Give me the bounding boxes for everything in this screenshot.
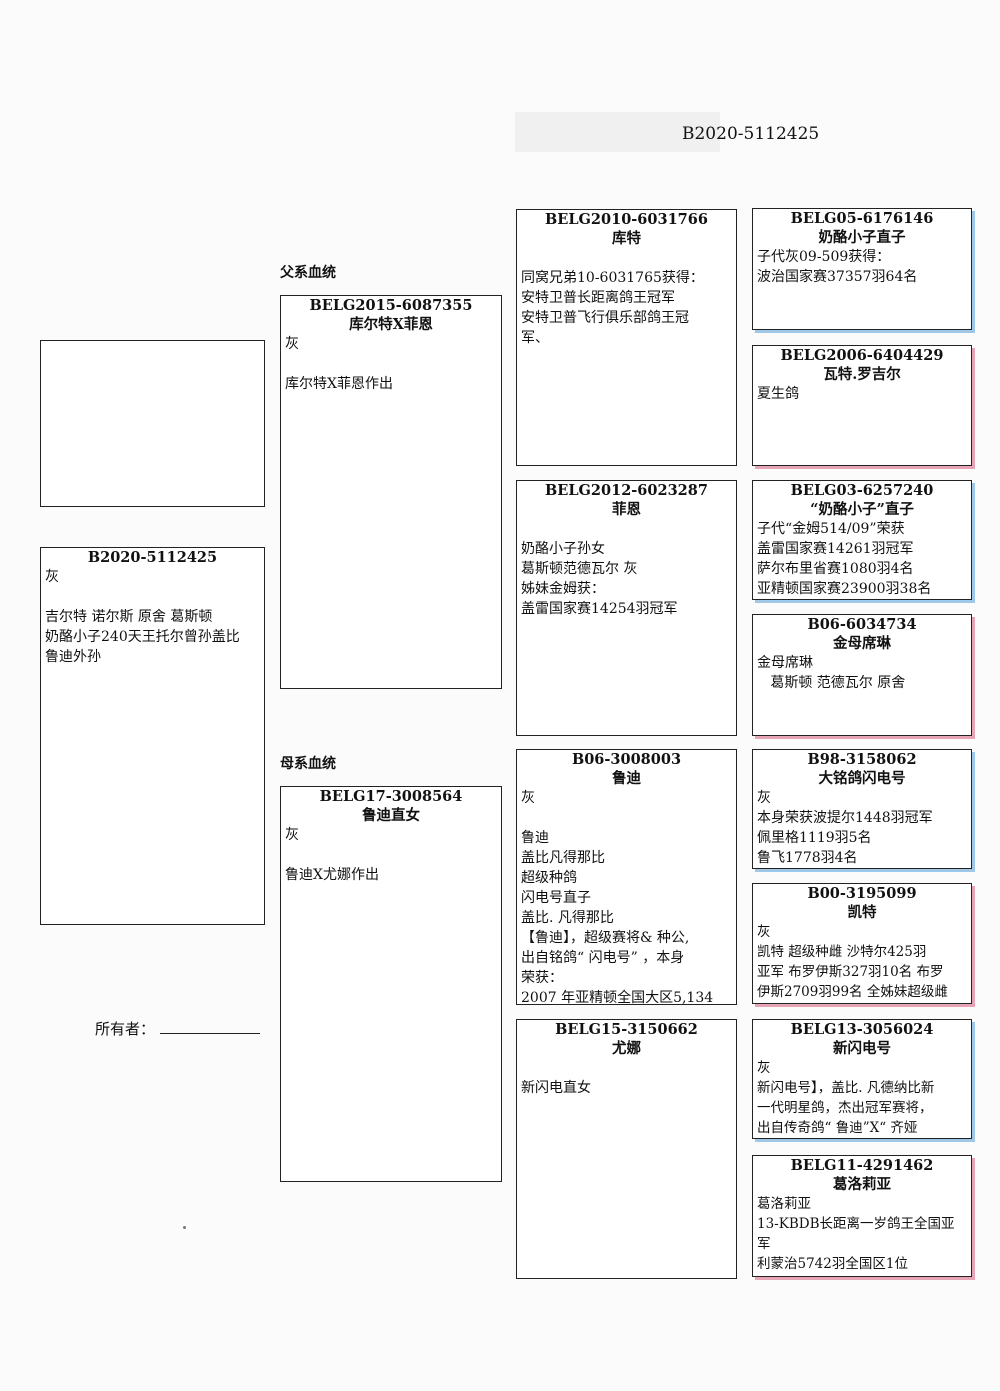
- pigeon-card-sire: BELG2015-6087355 库尔特X菲恩 灰 库尔特X菲恩作出: [280, 295, 502, 689]
- card-details: 灰 本身荣获波提尔1448羽冠军 佩里格1119羽5名 鲁飞1778羽4名: [757, 790, 933, 866]
- scan-speck: [183, 1226, 186, 1229]
- ring-number: BELG17-3008564: [319, 788, 463, 805]
- pigeon-card-subject: B2020-5112425 灰 吉尔特 诺尔斯 原舍 葛斯顿 奶酪小子240天王…: [40, 547, 265, 925]
- ring-number: BELG05-6176146: [790, 210, 934, 227]
- pigeon-card-dam-sire: B06-3008003 鲁迪 灰 鲁迪 盖比凡得那比 超级种鸽 闪电号直子 盖比…: [516, 749, 737, 1005]
- ring-number: BELG13-3056024: [790, 1021, 934, 1038]
- card-details: 同窝兄弟10-6031765获得： 安特卫普长距离鸽王冠军 安特卫普飞行俱乐部鸽…: [521, 270, 704, 346]
- owner-signature-line[interactable]: [160, 1032, 260, 1034]
- ring-number: B00-3195099: [807, 885, 917, 902]
- pigeon-card-dsd: B00-3195099 凯特 灰 凯特 超级种雌 沙特尔425羽 亚军 布罗伊斯…: [752, 883, 972, 1004]
- pigeon-card-sdd: B06-6034734 金母席琳 金母席琳 葛斯顿 范德瓦尔 原舍: [752, 614, 972, 736]
- pigeon-name: 尤娜: [612, 1040, 641, 1057]
- ring-number: BELG2006-6404429: [780, 347, 944, 364]
- pigeon-name: 大铭鸽闪电号: [818, 770, 906, 787]
- pigeon-card-dam-dam: BELG15-3150662 尤娜 新闪电直女: [516, 1019, 737, 1279]
- pigeon-card-sire-sire: BELG2010-6031766 库特 同窝兄弟10-6031765获得： 安特…: [516, 209, 737, 466]
- pigeon-name: 菲恩: [612, 501, 641, 518]
- pigeon-name: 葛洛莉亚: [833, 1176, 891, 1193]
- ring-number: B2020-5112425: [87, 549, 218, 566]
- card-details: 子代灰09-509获得： 波治国家赛37357羽64名: [757, 249, 918, 285]
- pigeon-card-ddd: BELG11-4291462 葛洛莉亚 葛洛莉亚 13-KBDB长距离一岁鸽王全…: [752, 1155, 972, 1277]
- pigeon-name: “奶酪小子”直子: [810, 501, 914, 518]
- ring-number: BELG15-3150662: [555, 1021, 698, 1038]
- pigeon-card-sire-dam: BELG2012-6023287 菲恩 奶酪小子孙女 葛斯顿范德瓦尔 灰 姊妹金…: [516, 480, 737, 736]
- ring-number: BELG2012-6023287: [545, 482, 708, 499]
- card-details: 奶酪小子孙女 葛斯顿范德瓦尔 灰 姊妹金姆获： 盖雷国家赛14254羽冠军: [521, 541, 678, 617]
- pigeon-name: 新闪电号: [833, 1040, 891, 1057]
- pigeon-card-sss: BELG05-6176146 奶酪小子直子 子代灰09-509获得： 波治国家赛…: [752, 208, 972, 330]
- card-details: 灰 鲁迪 盖比凡得那比 超级种鸽 闪电号直子 盖比. 凡得那比 【鲁迪】，超级赛…: [521, 790, 714, 1005]
- card-details: 灰 新闪电号】，盖比. 凡德纳比新 一代明星鸽，杰出冠军赛将， 出自传奇鸽“ 鲁…: [757, 1060, 935, 1136]
- ring-number: BELG2010-6031766: [545, 211, 708, 228]
- pigeon-name: 鲁迪: [612, 770, 641, 787]
- pigeon-name: 鲁迪直女: [362, 807, 420, 824]
- header-ring-number: B2020-5112425: [682, 124, 820, 144]
- pigeon-name: 奶酪小子直子: [818, 229, 906, 246]
- card-details: 夏生鸽: [757, 386, 799, 402]
- pigeon-card-dds: BELG13-3056024 新闪电号 灰 新闪电号】，盖比. 凡德纳比新 一代…: [752, 1019, 972, 1139]
- pigeon-name: 瓦特.罗吉尔: [823, 366, 901, 383]
- ring-number: B06-6034734: [807, 616, 917, 633]
- card-details: 灰 凯特 超级种雌 沙特尔425羽 亚军 布罗伊斯327羽10名 布罗 伊斯27…: [757, 924, 948, 1000]
- pigeon-name: 库尔特X菲恩: [349, 316, 433, 333]
- pigeon-card-dss: B98-3158062 大铭鸽闪电号 灰 本身荣获波提尔1448羽冠军 佩里格1…: [752, 749, 972, 869]
- pigeon-card-sds: BELG03-6257240 “奶酪小子”直子 子代“金姆514/09”荣获 盖…: [752, 480, 972, 600]
- pigeon-name: 库特: [612, 230, 641, 247]
- ring-number: B98-3158062: [807, 751, 917, 768]
- ring-number: BELG11-4291462: [790, 1157, 934, 1174]
- card-details: 葛洛莉亚 13-KBDB长距离一岁鸽王全国亚 军 利蒙治5742羽全国区1位: [757, 1196, 955, 1272]
- maternal-label: 母系血统: [280, 756, 336, 772]
- card-details: 灰 库尔特X菲恩作出: [285, 336, 393, 392]
- paternal-label: 父系血统: [280, 265, 336, 281]
- card-details: 灰 吉尔特 诺尔斯 原舍 葛斯顿 奶酪小子240天王托尔曾孙盖比 鲁迪外孙: [45, 569, 240, 665]
- scan-smudge: [515, 112, 720, 152]
- ring-number: BELG2015-6087355: [309, 297, 473, 314]
- pigeon-name: 金母席琳: [833, 635, 891, 652]
- photo-frame: [40, 340, 265, 507]
- pigeon-card-ssd: BELG2006-6404429 瓦特.罗吉尔 夏生鸽: [752, 345, 972, 466]
- card-details: 新闪电直女: [521, 1080, 591, 1096]
- pigeon-card-dam: BELG17-3008564 鲁迪直女 灰 鲁迪X尤娜作出: [280, 786, 502, 1182]
- card-details: 灰 鲁迪X尤娜作出: [285, 827, 379, 883]
- pigeon-name: 凯特: [847, 904, 877, 921]
- card-details: 子代“金姆514/09”荣获 盖雷国家赛14261羽冠军 萨尔布里省赛1080羽…: [757, 521, 932, 597]
- ring-number: B06-3008003: [571, 751, 682, 768]
- ring-number: BELG03-6257240: [790, 482, 934, 499]
- owner-label: 所有者：: [95, 1020, 156, 1038]
- card-details: 金母席琳 葛斯顿 范德瓦尔 原舍: [757, 655, 906, 691]
